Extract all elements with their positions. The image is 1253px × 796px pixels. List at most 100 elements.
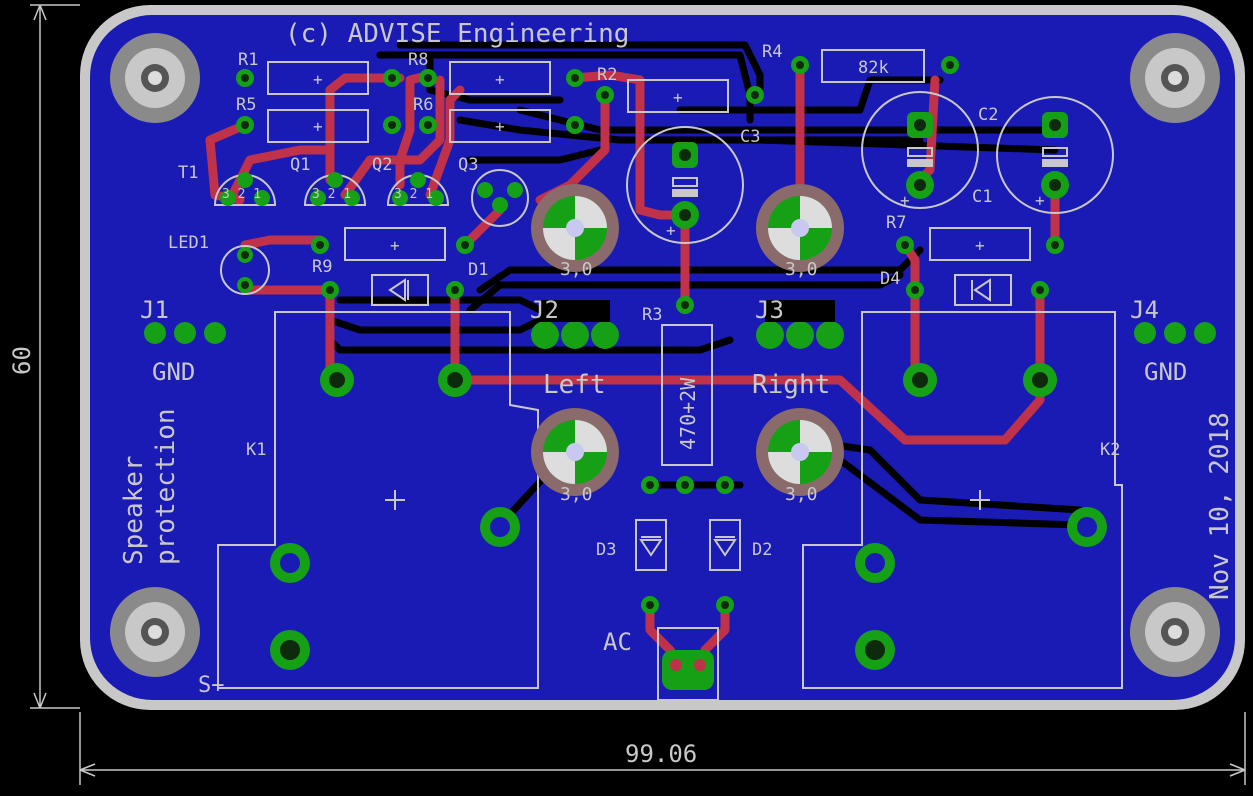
- ac-label: AC: [603, 628, 632, 656]
- q2-pins-label: 3 2 1: [394, 187, 433, 202]
- left-label: Left: [543, 370, 606, 400]
- r2-body: [627, 79, 729, 113]
- copyright-label: (c) ADVISE Engineering: [285, 19, 629, 49]
- c2-label: C2: [978, 105, 998, 125]
- d2-label: D2: [752, 540, 772, 560]
- r5-body: [267, 109, 369, 143]
- silkscreen-text: (c) ADVISE Engineering R1 R5 R8 R6 R2 R4…: [119, 19, 1235, 698]
- component-symbols: [385, 147, 1068, 557]
- q1-label: Q1: [290, 155, 310, 175]
- ac-connector-outline: [657, 627, 719, 701]
- date-label: Nov 10, 2018: [1205, 412, 1235, 600]
- pads: [144, 56, 1216, 690]
- r3-value-label: 470+2W: [676, 377, 700, 450]
- small-pads: [236, 56, 1064, 614]
- j2-label: J2: [530, 296, 559, 324]
- q3-label: Q3: [458, 155, 478, 175]
- mount-hole-left-lower: [531, 408, 619, 496]
- k1-label: K1: [246, 440, 266, 460]
- title-line2-label: protection: [151, 408, 181, 565]
- mount-hole-top-right: [1130, 33, 1220, 123]
- gnd-left-label: GND: [152, 358, 195, 386]
- d3-label: D3: [596, 540, 616, 560]
- c3-label: C3: [740, 127, 760, 147]
- j3-label: J3: [755, 296, 784, 324]
- c3-plus-mark: +: [666, 221, 676, 240]
- k2-label: K2: [1100, 440, 1120, 460]
- transistor-pads: [220, 172, 523, 213]
- r3-label: R3: [642, 305, 662, 325]
- c1-label: C1: [972, 187, 992, 207]
- c1-outline: [996, 96, 1114, 214]
- j1-label: J1: [140, 296, 169, 324]
- d2-body: [709, 519, 741, 571]
- k1-outline: [217, 311, 539, 689]
- r7-plus-mark: +: [975, 236, 985, 255]
- r1-label: R1: [238, 50, 258, 70]
- d1-body: [371, 274, 429, 306]
- r8-body: [449, 61, 551, 95]
- height-dimension-label: 60: [8, 346, 36, 375]
- mount-hole-j3-upper: [756, 184, 844, 272]
- title-line1-label: Speaker: [119, 455, 149, 565]
- ac-pads: [662, 650, 714, 690]
- r4-value-label: 82k: [858, 58, 889, 78]
- dimension-lines: 99.06 60: [8, 4, 1246, 785]
- r4-body: [821, 49, 925, 83]
- d1-label: D1: [468, 260, 488, 280]
- c2-outline: [861, 91, 979, 209]
- j4-label: J4: [1130, 296, 1159, 324]
- mount-hole-top-left: [110, 33, 200, 123]
- q1-pins-label: 3 2 1: [312, 187, 351, 202]
- s-plus-label: S+: [198, 673, 225, 698]
- mount-hole-right-lower: [756, 408, 844, 496]
- r1-plus-mark: +: [313, 70, 323, 89]
- capacitor-pads: [671, 112, 1069, 229]
- r1-body: [267, 61, 369, 95]
- r3-body: [661, 324, 713, 466]
- connector-pads: [144, 300, 1216, 349]
- d4-body: [954, 274, 1012, 306]
- mounting-holes: [110, 33, 1220, 677]
- r2-plus-mark: +: [673, 88, 683, 107]
- c1-plus-mark: +: [1035, 191, 1045, 210]
- r9-plus-mark: +: [390, 236, 400, 255]
- r2-label: R2: [597, 65, 617, 85]
- width-dimension-label: 99.06: [625, 740, 697, 768]
- r8-label: R8: [408, 50, 428, 70]
- d4-label: D4: [880, 269, 900, 289]
- left-lower-mount-label: 3,0: [560, 484, 593, 505]
- led1-outline: [220, 245, 270, 295]
- t1-label: T1: [178, 163, 198, 183]
- r5-label: R5: [236, 95, 256, 115]
- r5-plus-mark: +: [313, 117, 323, 136]
- gnd-right-label: GND: [1144, 358, 1187, 386]
- right-label: Right: [752, 370, 830, 400]
- r6-label: R6: [413, 95, 433, 115]
- mount-hole-bottom-left: [110, 587, 200, 677]
- mount-hole-bottom-right: [1130, 587, 1220, 677]
- k2-outline: [802, 311, 1123, 689]
- mount-hole-j2-upper: [531, 184, 619, 272]
- d3-body: [635, 519, 667, 571]
- j3-upper-mount-label: 3,0: [785, 259, 818, 280]
- silkscreen-layer: [213, 49, 1123, 701]
- c2-plus-mark: +: [900, 191, 910, 210]
- j2-upper-mount-label: 3,0: [560, 259, 593, 280]
- q2-label: Q2: [372, 155, 392, 175]
- r9-label: R9: [312, 257, 332, 277]
- led1-label: LED1: [168, 233, 209, 253]
- q3-outline: [471, 169, 529, 227]
- relay-pads: [270, 363, 1107, 670]
- r7-body: [929, 227, 1031, 261]
- c3-outline: [626, 126, 744, 244]
- r4-label: R4: [762, 42, 782, 62]
- right-lower-mount-label: 3,0: [785, 484, 818, 505]
- r6-plus-mark: +: [495, 117, 505, 136]
- r6-body: [449, 109, 551, 143]
- r8-plus-mark: +: [495, 70, 505, 89]
- r9-body: [344, 227, 446, 261]
- r7-label: R7: [886, 213, 906, 233]
- t1-pins-label: 3 2 1: [222, 187, 261, 202]
